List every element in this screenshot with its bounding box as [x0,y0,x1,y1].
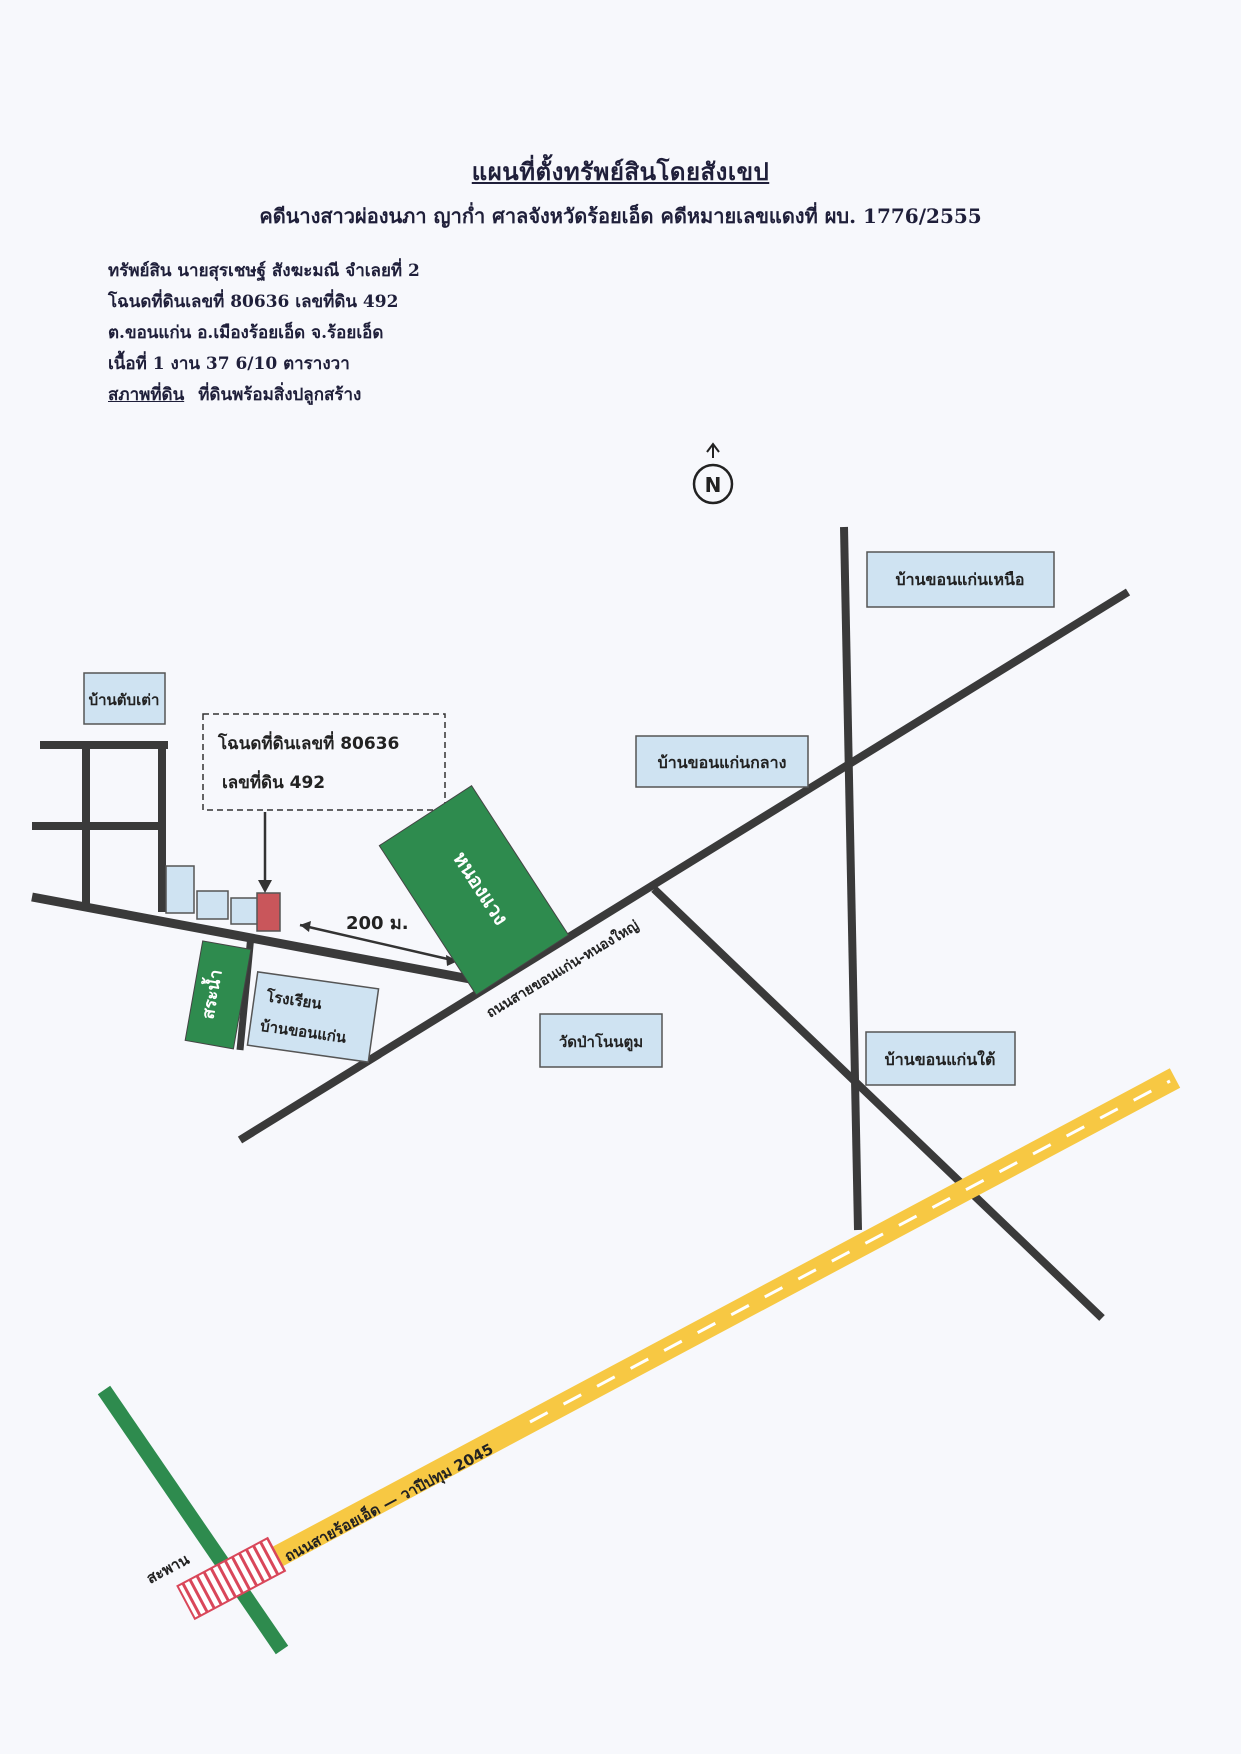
parcel-marker [256,892,281,932]
place-box-ban-khon-kaen-tai [865,1031,1016,1086]
place-ban-khon-kaen-tai: บ้านขอนแก่นใต้ [885,1050,996,1069]
parcel-land-number-label: เลขที่ดิน 492 [222,770,325,793]
road-vertical [840,526,862,1231]
pond-box [184,940,252,1050]
road-west [31,892,487,987]
pond: สระน้ำ [184,940,252,1050]
distance-line [299,923,453,962]
nong-waeng-box [378,785,570,996]
distance-label: 200 ม. [346,913,409,934]
info-area: เนื้อที่ 1 งาน 37 6/10 ตารางวา [108,354,350,374]
case-subtitle: คดีนางสาวผ่องนภา ญาก่ำ ศาลจังหวัดร้อยเอ็… [259,204,982,228]
highway-label: ถนนสายร้อยเอ็ด — วาปีปทุม 2045 [281,1439,497,1566]
highway-centerline [529,1079,1171,1424]
house-2 [196,890,229,920]
info-condition-label: สภาพที่ดิน [108,385,185,405]
bridge-hatch [176,1536,287,1621]
place-box-ban-khon-kaen-klang [635,735,809,788]
distance-arrow-right-icon [446,955,458,966]
info-condition-value: ที่ดินพร้อมสิ่งปลูกสร้าง [198,385,362,405]
road-southeast [651,886,1105,1321]
info-condition: สภาพที่ดิน ที่ดินพร้อมสิ่งปลูกสร้าง [108,380,420,411]
highway-road [252,1068,1181,1577]
north-label: N [705,473,722,497]
place-ban-tap-tao: บ้านตับเต่า [89,691,160,709]
house-1 [165,865,195,914]
distance-arrow-left-icon [300,921,311,932]
property-info: ทรัพย์สิน นายสุรเชษฐ์ สังฆะมณี จำเลยที่ … [108,256,420,411]
road-khon-kaen-nong-yai [237,588,1131,1144]
place-box-wat-pa-non-tum [539,1013,663,1068]
canal [97,1385,289,1655]
parcel-pointer-arrow-icon [258,880,272,893]
nong-waeng: หนองแวง [378,785,570,996]
info-deed: โฉนดที่ดินเลขที่ 80636 เลขที่ดิน 492 [108,292,399,312]
place-ban-khon-kaen-klang: บ้านขอนแก่นกลาง [658,753,787,772]
place-wat-pa-non-tum: วัดป่าโนนตูม [559,1032,643,1052]
page-title: แผนที่ตั้งทรัพย์สินโดยสังเขป [471,157,770,186]
place-ban-khon-kaen-nuea: บ้านขอนแก่นเหนือ [895,570,1024,589]
north-arrow: N [692,442,734,505]
parcel-deed-label: โฉนดที่ดินเลขที่ 80636 [217,731,399,754]
house-3 [230,897,260,925]
info-owner: ทรัพย์สิน นายสุรเชษฐ์ สังฆะมณี จำเลยที่ … [108,261,420,281]
parcel-callout [202,713,446,811]
place-box-ban-khon-kaen-nuea [866,551,1055,608]
school: โรงเรียน บ้านขอนแก่น [246,971,380,1063]
school-box [246,971,380,1063]
place-box-ban-tap-tao [83,672,166,725]
bridge [176,1536,287,1621]
info-location: ต.ขอนแก่น อ.เมืองร้อยเอ็ด จ.ร้อยเอ็ด [108,323,384,343]
north-arrow-icon [706,442,720,458]
north-circle [692,463,734,505]
